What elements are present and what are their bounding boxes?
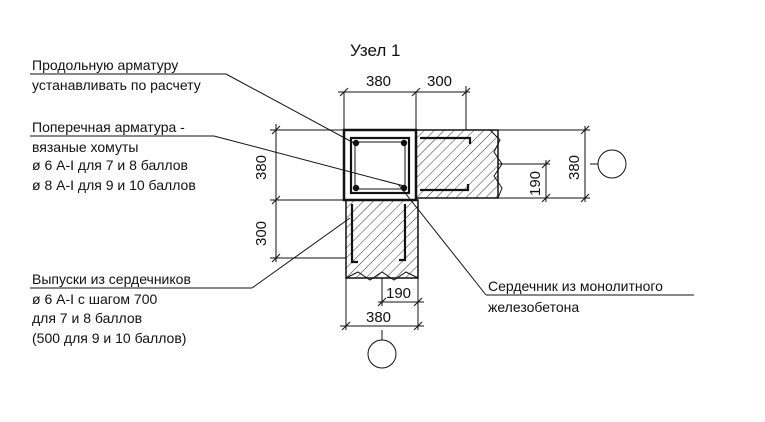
note-line: железобетона: [488, 299, 579, 315]
note-transverse: Поперечная арматура - вязаные хомуты ø 6…: [32, 119, 196, 193]
rebar-bar: [400, 139, 408, 147]
note-line: (500 для 9 и 10 баллов): [32, 330, 186, 346]
drawing-title: Узел 1: [350, 41, 400, 60]
note-core: Сердечник из монолитного железобетона: [488, 278, 663, 315]
dimension-left: 380 300: [253, 124, 346, 263]
note-line: Поперечная арматура -: [32, 119, 185, 135]
axis-marker-right: [590, 149, 627, 179]
dimension-bottom: 190 380: [340, 278, 424, 331]
note-line: вязаные хомуты: [32, 139, 138, 155]
dim-right-inner: 190: [527, 171, 544, 196]
leader-outlets: [30, 217, 351, 289]
dim-top-right: 300: [427, 73, 452, 90]
rebar-bar: [352, 184, 360, 192]
note-line: устанавливать по расчету: [32, 77, 201, 93]
rebar-bar: [352, 139, 360, 147]
note-line: Сердечник из монолитного: [488, 278, 663, 294]
monolithic-core: [342, 128, 418, 202]
note-line: для 7 и 8 баллов: [32, 310, 142, 326]
stirrup: [349, 136, 411, 195]
axis-marker-bottom: [367, 330, 397, 369]
dimension-top: 380 300: [338, 73, 471, 130]
dim-left-upper: 380: [253, 155, 270, 180]
note-longitudinal: Продольную арматуру устанавливать по рас…: [32, 57, 201, 93]
dim-top-left: 380: [366, 73, 391, 90]
outlet-bars: [350, 136, 472, 264]
dimension-right: 190 380: [498, 125, 590, 203]
wall-bottom: [345, 199, 419, 279]
note-line: Продольную арматуру: [32, 57, 178, 73]
leader-longitudinal: [30, 73, 355, 144]
leader-core: [397, 183, 694, 296]
note-line: ø 8 А-I для 9 и 10 баллов: [32, 177, 196, 193]
dim-bottom-outer: 380: [366, 309, 391, 326]
note-outlets: Выпуски из сердечников ø 6 А-I с шагом 7…: [32, 271, 191, 346]
note-line: Выпуски из сердечников: [32, 271, 191, 287]
dim-right-outer: 380: [566, 155, 583, 180]
wall-right: [415, 129, 499, 199]
note-line: ø 6 А-I для 7 и 8 баллов: [32, 157, 188, 173]
dim-left-lower: 300: [253, 221, 270, 246]
note-line: ø 6 А-I с шагом 700: [32, 291, 157, 307]
dim-bottom-inner: 190: [386, 285, 411, 302]
leader-transverse: [30, 135, 405, 187]
